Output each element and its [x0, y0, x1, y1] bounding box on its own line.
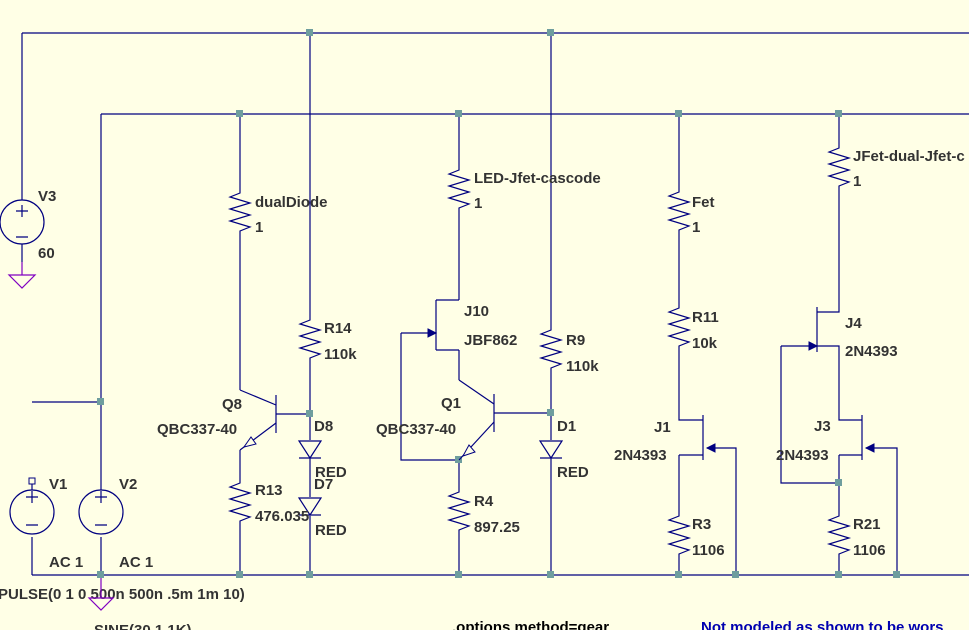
npn-transistor-q1[interactable]: Q1 QBC337-40: [376, 379, 495, 461]
value-q1: QBC337-40: [376, 421, 456, 438]
schematic-comment: Not modeled as shown to be wors: [701, 619, 944, 630]
npn-transistor-q8[interactable]: Q8 QBC337-40: [157, 389, 277, 451]
value-v3: 60: [38, 245, 55, 262]
voltage-source-v1[interactable]: V1 AC 1 PULSE(0 1 0 500n 500n .5m 1m 10): [0, 476, 245, 603]
resistor-r13[interactable]: R13 476.035: [227, 475, 309, 531]
njfet-j1[interactable]: J1 2N4393: [614, 415, 716, 464]
value-led-jfet-cascode: 1: [474, 195, 482, 212]
value-v2: AC 1: [119, 554, 153, 571]
value-d1: RED: [557, 464, 589, 481]
wires: [21, 32, 969, 576]
value-r4: 897.25: [474, 519, 520, 536]
label-dualdiode: dualDiode: [255, 194, 328, 211]
njfet-j10[interactable]: J10 JBF862: [427, 299, 517, 351]
label-r9: R9: [566, 332, 585, 349]
led-d1[interactable]: D1 RED: [538, 418, 589, 481]
njfet-j3[interactable]: J3 2N4393: [776, 415, 875, 464]
label-v3: V3: [38, 188, 56, 205]
resistor-icon: [826, 140, 852, 196]
resistor-r9[interactable]: R9 110k: [538, 322, 599, 378]
resistor-icon: [826, 508, 852, 564]
label-q8: Q8: [222, 396, 242, 413]
label-d7: D7: [314, 476, 333, 493]
label-fet: Fet: [692, 194, 715, 211]
value-d7: RED: [315, 522, 347, 539]
value-r14: 110k: [324, 346, 357, 363]
resistor-icon: [227, 475, 253, 531]
resistor-icon: [666, 508, 692, 564]
value-r11: 10k: [692, 335, 718, 352]
value-r9: 110k: [566, 358, 599, 375]
led-diode-icon: [297, 440, 323, 460]
ground-icon: [7, 274, 37, 289]
value-q8: QBC337-40: [157, 421, 237, 438]
label-d8: D8: [314, 418, 333, 435]
spice-options-directive[interactable]: .options method=gear: [452, 619, 609, 630]
label-r3: R3: [692, 516, 711, 533]
label-j4: J4: [845, 315, 862, 332]
label-j3: J3: [814, 418, 831, 435]
label-r14: R14: [324, 320, 352, 337]
led-diode-icon: [297, 497, 323, 517]
resistor-r21[interactable]: R21 1106: [826, 508, 886, 564]
value-v2-sine: SINE(30 1 1K): [94, 622, 192, 630]
resistor-icon: [227, 185, 253, 241]
value-v1: AC 1: [49, 554, 83, 571]
value-j1: 2N4393: [614, 447, 667, 464]
label-j10: J10: [464, 303, 489, 320]
resistor-icon: [297, 312, 323, 368]
resistor-r11[interactable]: R11 10k: [666, 300, 719, 356]
value-r21: 1106: [853, 542, 886, 559]
resistor-fet[interactable]: Fet 1: [666, 184, 715, 240]
led-diode-icon: [538, 440, 564, 460]
label-r21: R21: [853, 516, 881, 533]
label-v1: V1: [49, 476, 67, 493]
voltage-source-v3[interactable]: V3 60: [0, 188, 56, 289]
value-j4: 2N4393: [845, 343, 898, 360]
label-q1: Q1: [441, 395, 461, 412]
resistor-icon: [666, 184, 692, 240]
led-d8[interactable]: D8 RED: [297, 418, 347, 481]
label-d1: D1: [557, 418, 576, 435]
resistor-icon: [446, 162, 472, 218]
value-dualdiode: 1: [255, 219, 263, 236]
label-j1: J1: [654, 419, 671, 436]
label-r11: R11: [692, 309, 719, 326]
voltage-source-icon: [78, 489, 124, 535]
value-fet: 1: [692, 219, 700, 236]
value-j3: 2N4393: [776, 447, 829, 464]
label-jfet-dual: JFet-dual-Jfet-c: [853, 148, 965, 165]
resistor-r14[interactable]: R14 110k: [297, 312, 357, 368]
led-d7[interactable]: D7 RED: [297, 476, 347, 539]
label-r4: R4: [474, 493, 494, 510]
junctions: [97, 29, 900, 578]
resistor-led-jfet-cascode[interactable]: LED-Jfet-cascode 1: [446, 162, 601, 218]
value-r3: 1106: [692, 542, 725, 559]
label-led-jfet-cascode: LED-Jfet-cascode: [474, 170, 601, 187]
resistor-r3[interactable]: R3 1106: [666, 508, 725, 564]
label-r13: R13: [255, 482, 283, 499]
value-d8: RED: [315, 464, 347, 481]
resistor-jfet-dual[interactable]: JFet-dual-Jfet-c 1: [826, 140, 965, 196]
value-v1-pulse: PULSE(0 1 0 500n 500n .5m 1m 10): [0, 586, 245, 603]
label-v2: V2: [119, 476, 137, 493]
njfet-j4[interactable]: J4 2N4393: [808, 307, 898, 360]
resistor-dualdiode[interactable]: dualDiode 1: [227, 185, 328, 241]
resistor-icon: [666, 300, 692, 356]
value-r13: 476.035: [255, 508, 309, 525]
resistor-icon: [446, 484, 472, 540]
resistor-r4[interactable]: R4 897.25: [446, 484, 520, 540]
value-jfet-dual: 1: [853, 173, 861, 190]
voltage-source-v2[interactable]: V2 AC 1 SINE(30 1 1K): [78, 476, 192, 630]
value-j10: JBF862: [464, 332, 517, 349]
resistor-icon: [538, 322, 564, 378]
